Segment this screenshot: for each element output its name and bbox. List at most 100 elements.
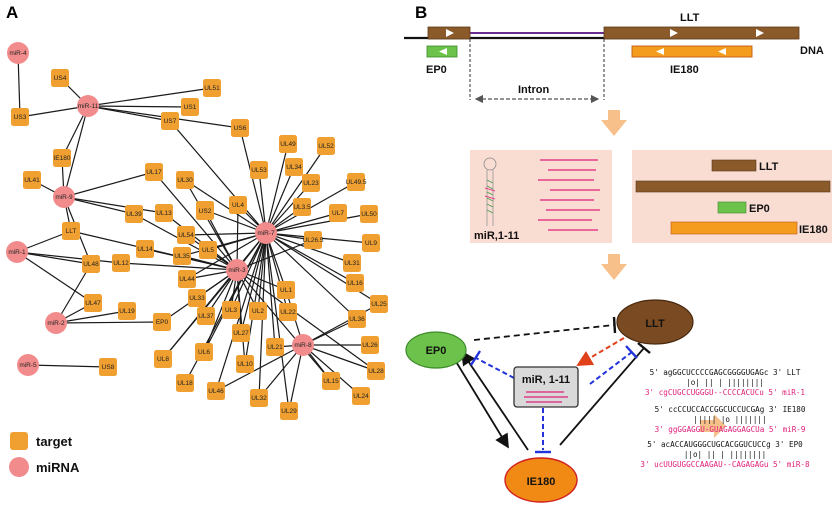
target-node-label: UL21 <box>267 344 283 351</box>
ep0-transcript <box>717 201 747 214</box>
target-node: UL46 <box>207 382 225 400</box>
network-edge <box>55 321 163 324</box>
target-node-label: UL32 <box>251 395 267 402</box>
target-node: UL35 <box>173 247 191 265</box>
target-node-label: UL12 <box>113 260 129 267</box>
network-edge <box>257 232 267 312</box>
target-node: UL34 <box>285 158 303 176</box>
mirna-cluster-box: miR,1-11 <box>470 150 612 243</box>
target-node-label: UL34 <box>286 164 302 171</box>
target-node: UL2 <box>249 302 267 320</box>
network-edge <box>265 232 356 284</box>
target-node-label: US4 <box>54 75 67 82</box>
target-node: UL25 <box>370 295 388 313</box>
network-edge <box>184 179 267 234</box>
ep0-transcript-label: EP0 <box>749 203 770 215</box>
network-edge <box>27 364 109 368</box>
target-node-label: UL48 <box>83 261 99 268</box>
target-node-label: UL7 <box>332 210 344 217</box>
network-edge <box>55 263 92 324</box>
llt-transcript <box>711 159 757 172</box>
ie180-inhibits-llt-edge <box>559 347 645 446</box>
mirna-node: miR-9 <box>53 186 75 208</box>
alignment-mirna-seq: 3' cgCUGCCUGGGU--CCCCACUCu 5' miR-1 <box>645 388 805 397</box>
network-edge <box>265 143 289 234</box>
target-node: UL33 <box>188 289 206 307</box>
target-node-label: UL33 <box>189 295 205 302</box>
intron-transcript <box>635 180 831 193</box>
llt-exon-2 <box>603 26 800 40</box>
target-node: UL26 <box>361 336 379 354</box>
target-node-label: UL13 <box>156 210 172 217</box>
target-node-label: UL16 <box>347 280 363 287</box>
target-node-label: UL35 <box>174 253 190 260</box>
alignment-target-seq: 5' agGGCUCCCCGAGCGGGGUGAGc 3' LLT <box>650 368 801 377</box>
network-edge <box>185 232 267 236</box>
target-node-label: UL17 <box>146 169 162 176</box>
network-edge <box>236 269 377 372</box>
network-edge <box>240 232 267 334</box>
mirna-node-label: miR-2 <box>47 320 65 327</box>
network-edge <box>19 105 89 118</box>
target-node: UL10 <box>236 355 254 373</box>
network-edge <box>63 196 165 214</box>
ie180-transcript <box>670 221 798 235</box>
target-node: UL13 <box>155 204 173 222</box>
target-node-label: UL3.5 <box>293 204 311 211</box>
llt-transcript-label: LLT <box>759 161 779 173</box>
target-node-label: UL27 <box>233 330 249 337</box>
network-edge <box>16 251 94 304</box>
network-edge <box>265 213 370 234</box>
mirna-cluster-label: miR,1-11 <box>474 230 519 242</box>
network-edge <box>288 344 304 412</box>
network-edge <box>87 105 191 108</box>
network-edge <box>55 310 128 324</box>
mirna-reads <box>538 159 600 231</box>
target-node-label: UL19 <box>119 308 135 315</box>
target-node: UL44 <box>178 270 196 288</box>
target-node-label: US6 <box>234 125 247 132</box>
target-node-label: EP0 <box>156 319 169 326</box>
alignment-mirna-seq: 3' ucUUGUGGCCAAGAU--CAGAGAGu 5' miR-8 <box>640 460 810 469</box>
network-edge <box>239 127 267 234</box>
down-arrow-1 <box>601 110 627 136</box>
target-node-label: US1 <box>184 104 197 111</box>
target-node-label: UL51 <box>204 85 220 92</box>
network-edge <box>265 232 290 412</box>
target-node-label: UL30 <box>177 177 193 184</box>
target-node: UL6 <box>195 343 213 361</box>
target-legend-swatch <box>10 432 28 450</box>
target-node: UL32 <box>250 389 268 407</box>
target-node-label: UL29 <box>281 408 297 415</box>
network-edge <box>302 303 380 346</box>
mir-node-label: miR, 1-11 <box>522 374 570 386</box>
network-nodes: US4US3IE180UL41LLTUL48UL47UL19EP0US8UL51… <box>6 42 388 420</box>
target-node: UL14 <box>136 240 154 258</box>
network-edge <box>244 232 267 365</box>
target-node: UL12 <box>112 254 130 272</box>
target-node: UL51 <box>203 79 221 97</box>
network-edge <box>265 232 276 348</box>
network-edge <box>16 251 122 264</box>
mirna-node-label: miR-5 <box>19 362 37 369</box>
llt-node-label: LLT <box>645 318 665 330</box>
mirna-node: miR-4 <box>7 42 29 64</box>
target-node-label: US8 <box>102 364 115 371</box>
target-node: UL1 <box>277 281 295 299</box>
mirna-node: miR-2 <box>45 312 67 334</box>
target-node: UL29 <box>280 402 298 420</box>
hairpin-loop-icon <box>483 157 497 171</box>
target-node-label: UL52 <box>318 143 334 150</box>
target-node: IE180 <box>53 149 71 167</box>
mirna-node: miR-1 <box>6 241 28 263</box>
ep0-inhibits-llt-edge <box>473 324 615 341</box>
target-node-label: UL5 <box>202 247 214 254</box>
network-edge <box>265 232 358 320</box>
target-node-label: UL18 <box>177 380 193 387</box>
target-node: UL3 <box>222 301 240 319</box>
target-node: UL50 <box>360 205 378 223</box>
target-node: US4 <box>51 69 69 87</box>
target-node: UL30 <box>176 171 194 189</box>
network-edge <box>63 196 135 215</box>
